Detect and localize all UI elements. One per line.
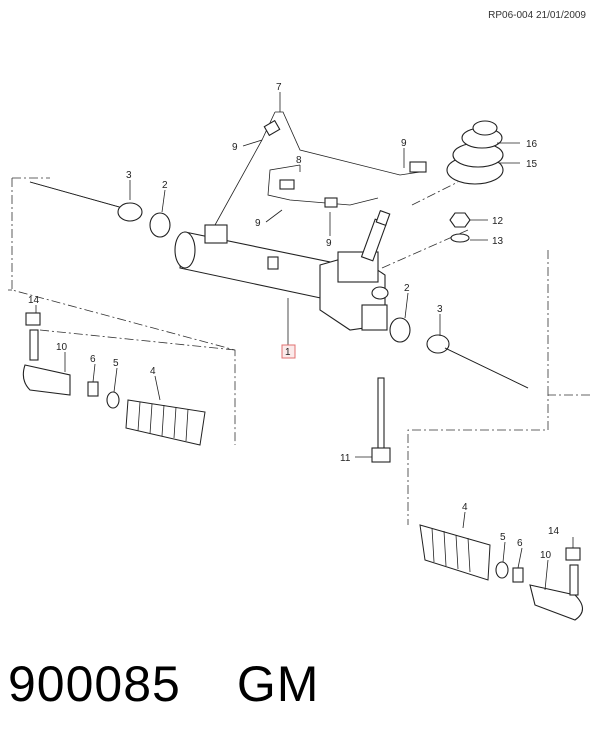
- clamp-left: [106, 391, 120, 409]
- callout-1-box: [281, 344, 296, 359]
- callout-16: 16: [526, 139, 538, 150]
- callout-1: 1: [285, 347, 291, 358]
- callout-5-right: 5: [500, 532, 506, 543]
- callout-14-left: 14: [28, 295, 40, 306]
- callout-9-a: 9: [232, 142, 238, 153]
- clamp-right: [495, 561, 509, 579]
- rack-boot-right: [419, 524, 491, 581]
- callout-2-left: 2: [162, 180, 168, 191]
- callout-labels: 1 2 2 3 3 4 4 5 5 6 6 7 8 9 9 9 9 10 10 …: [28, 82, 560, 561]
- brand-name: GM: [236, 656, 320, 712]
- callout-4-right: 4: [462, 502, 468, 513]
- tie-rod-end-right: [529, 547, 584, 621]
- leader-lines: [35, 92, 574, 591]
- steering-gear-valve-body: [319, 209, 391, 331]
- part-number: 900085: [8, 656, 181, 712]
- callout-10-right: 10: [540, 550, 552, 561]
- callout-9-c: 9: [255, 218, 261, 229]
- drawing-reference: RP06-004 21/01/2009: [488, 10, 586, 21]
- callout-10-left: 10: [56, 342, 68, 353]
- inner-tie-rod-left: [29, 181, 143, 222]
- mount-bushing: [446, 120, 504, 185]
- mounting-bolt: [371, 377, 391, 463]
- assembly-outline-left: [8, 177, 236, 445]
- callout-15: 15: [526, 159, 538, 170]
- callout-14-right: 14: [548, 526, 560, 537]
- callout-2-right: 2: [404, 283, 410, 294]
- lock-nut-right: [512, 567, 524, 583]
- callout-9-d: 9: [326, 238, 332, 249]
- seal-ring-right: [389, 317, 411, 343]
- callout-12: 12: [492, 216, 504, 227]
- callout-11: 11: [340, 453, 351, 464]
- callout-6-right: 6: [517, 538, 523, 549]
- callout-7: 7: [276, 82, 282, 93]
- callout-6-left: 6: [90, 354, 96, 365]
- hydraulic-pipe-8: [267, 164, 379, 208]
- rack-boot-left: [125, 399, 206, 446]
- inner-tie-rod-right: [426, 334, 529, 389]
- steering-rack-housing: [174, 224, 331, 301]
- callout-3-left: 3: [126, 170, 132, 181]
- hex-nut: [449, 212, 471, 228]
- callout-5-left: 5: [113, 358, 119, 369]
- seal-ring-left: [149, 212, 171, 238]
- part-footer: 900085 GM: [8, 655, 319, 713]
- callout-4-left: 4: [150, 366, 156, 377]
- assembly-outline-right: [381, 181, 590, 525]
- hydraulic-pipe-7: [214, 111, 427, 226]
- tie-rod-end-left: [22, 312, 71, 396]
- washer: [450, 233, 470, 243]
- callout-13: 13: [492, 236, 504, 247]
- callout-3-right: 3: [437, 304, 443, 315]
- lock-nut-left: [87, 381, 99, 397]
- callout-8: 8: [296, 155, 302, 166]
- callout-9-b: 9: [401, 138, 407, 149]
